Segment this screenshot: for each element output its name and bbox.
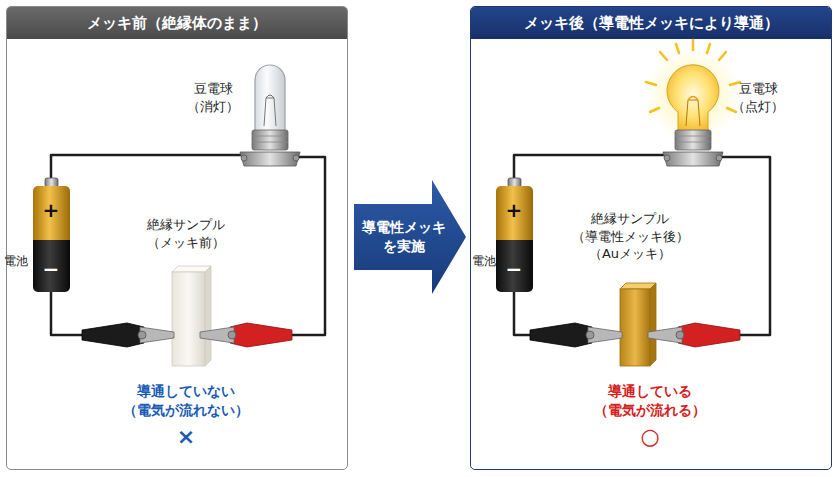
part-label: 豆電球 （消灯） [181,80,245,115]
panel-header: メッキ前（絶縁体のまま） [7,7,347,39]
part-label: 豆電球 （点灯） [726,80,790,115]
status-text: 導通している （電気が流れる） [580,382,720,420]
polarity-mark: + [39,197,63,224]
part-label: 絶縁サンプル （メッキ前） [136,216,236,251]
polarity-mark: − [502,256,526,283]
part-label: 電池 [1,253,31,269]
part-label: 電池 [469,253,499,269]
arrow-shape [354,180,466,294]
panel-header: メッキ後（導電性メッキにより導通） [471,7,831,39]
status-text: 導通していない （電気が流れない） [116,382,256,420]
arrow-label: 導電性メッキ を実施 [354,180,454,294]
status-symbol: ○ [630,422,670,452]
polarity-mark: + [502,197,526,224]
process-arrow: 導電性メッキ を実施 [354,180,466,294]
status-symbol: × [166,422,206,452]
polarity-mark: − [39,256,63,283]
part-label: 絶縁サンプル （導電性メッキ後） （Auメッキ） [565,210,695,263]
